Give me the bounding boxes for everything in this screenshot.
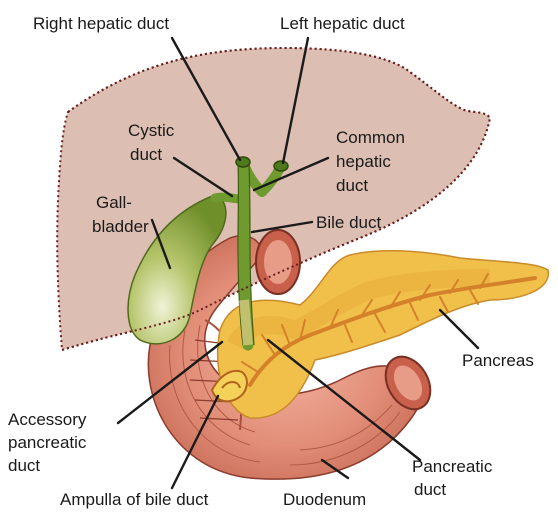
label-gallbladder-2: bladder — [92, 217, 149, 236]
label-left-hepatic-duct: Left hepatic duct — [280, 14, 405, 33]
label-accessory-3: duct — [8, 456, 40, 475]
label-pancreatic-duct-1: Pancreatic — [412, 457, 493, 476]
label-accessory-1: Accessory — [8, 410, 87, 429]
label-common-hepatic-3: duct — [336, 176, 368, 195]
label-pancreas: Pancreas — [462, 351, 534, 370]
left-hepatic-duct-end — [274, 161, 288, 171]
leader-pancreas — [440, 310, 478, 348]
label-common-hepatic-2: hepatic — [336, 152, 391, 171]
label-cystic-duct-2: duct — [130, 145, 162, 164]
label-bile-duct: Bile duct — [316, 213, 381, 232]
label-common-hepatic-1: Common — [336, 128, 405, 147]
label-accessory-2: pancreatic — [8, 433, 87, 452]
label-cystic-duct-1: Cystic — [128, 121, 175, 140]
label-pancreatic-duct-2: duct — [414, 480, 446, 499]
label-gallbladder-1: Gall- — [96, 193, 132, 212]
label-ampulla: Ampulla of bile duct — [60, 490, 209, 509]
label-duodenum: Duodenum — [283, 490, 366, 509]
label-right-hepatic-duct: Right hepatic duct — [33, 14, 169, 33]
